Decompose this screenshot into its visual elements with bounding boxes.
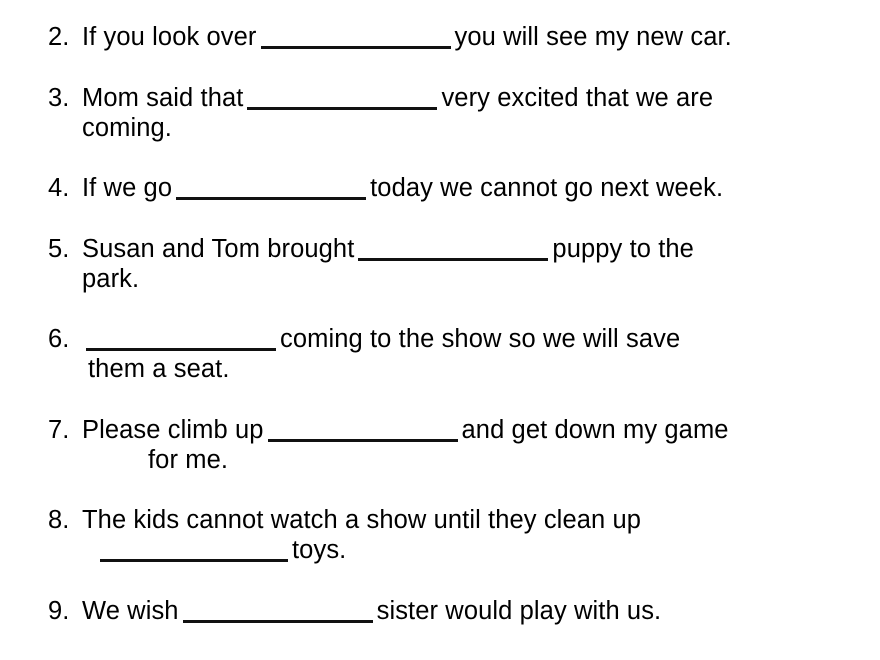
question-5-line-1: 5. Susan and Tom brought puppy to the [48, 234, 694, 264]
question-7-text-after-blank: and get down my game [461, 416, 729, 444]
question-4-blank[interactable] [176, 197, 367, 200]
question-7-blank[interactable] [267, 439, 458, 442]
question-6-blank[interactable] [86, 348, 276, 351]
question-7-line-1: 7. Please climb up and get down my game [48, 415, 729, 445]
question-item-7: 7. Please climb up and get down my game fo… [48, 415, 729, 475]
question-7-text-before-blank: Please climb up [82, 416, 264, 444]
question-8-text-line-1: The kids cannot watch a show until they … [82, 506, 642, 534]
question-3-text-after-blank: very excited that we are [441, 84, 714, 112]
question-9-text-after-blank: sister would play with us. [376, 597, 662, 625]
question-4-line-1: 4. If we go today we cannot go next week. [48, 173, 723, 203]
question-9-text-before-blank: We wish [82, 597, 179, 625]
question-3-text-before-blank: Mom said that [82, 84, 244, 112]
question-2-blank[interactable] [260, 46, 451, 49]
question-4-text-before-blank: If we go [82, 174, 173, 202]
question-item-4: 4. If we go today we cannot go next week. [48, 173, 723, 203]
question-4-text-after-blank: today we cannot go next week. [370, 174, 724, 202]
question-9-line-1: 9. We wish sister would play with us. [48, 596, 661, 626]
question-5-blank[interactable] [358, 258, 549, 261]
question-2-number: 2. [48, 23, 70, 51]
question-6-text-after-blank: coming to the show so we will save [280, 325, 681, 353]
question-8-number: 8. [48, 506, 70, 534]
question-item-9: 9. We wish sister would play with us. [48, 596, 661, 626]
question-2-text-after-blank: you will see my new car. [454, 23, 732, 51]
question-6-line-1: 6. coming to the show so we will save [48, 324, 680, 354]
question-5-line-2: park. [82, 265, 140, 293]
question-8-blank[interactable] [100, 559, 288, 562]
question-9-blank[interactable] [182, 620, 373, 623]
question-6-line-2: them a seat. [88, 355, 230, 383]
question-5-number: 5. [48, 235, 70, 263]
question-3-line-2: coming. [82, 114, 172, 142]
question-3-blank[interactable] [247, 107, 438, 110]
question-5-text-after-blank: puppy to the [552, 235, 694, 263]
question-5-text-before-blank: Susan and Tom brought [82, 235, 355, 263]
question-item-5: 5. Susan and Tom brought puppy to the park… [48, 234, 694, 294]
question-item-6: 6. coming to the show so we will save the… [48, 324, 680, 384]
question-3-line-1: 3. Mom said that very excited that we are [48, 83, 713, 113]
question-8-line-1: 8. The kids cannot watch a show until the… [48, 505, 641, 535]
question-8-text-after-blank: toys. [292, 536, 347, 564]
question-4-number: 4. [48, 174, 70, 202]
question-6-number: 6. [48, 325, 70, 353]
question-7-line-2: for me. [148, 446, 229, 474]
question-2-text-before-blank: If you look over [82, 23, 257, 51]
question-7-number: 7. [48, 416, 70, 444]
question-3-number: 3. [48, 84, 70, 112]
question-8-line-2: toys. [48, 535, 641, 565]
question-9-number: 9. [48, 597, 70, 625]
question-item-8: 8. The kids cannot watch a show until the… [48, 505, 641, 565]
question-2-line-1: 2. If you look over you will see my new ca… [48, 22, 732, 52]
question-item-2: 2. If you look over you will see my new ca… [48, 22, 732, 52]
